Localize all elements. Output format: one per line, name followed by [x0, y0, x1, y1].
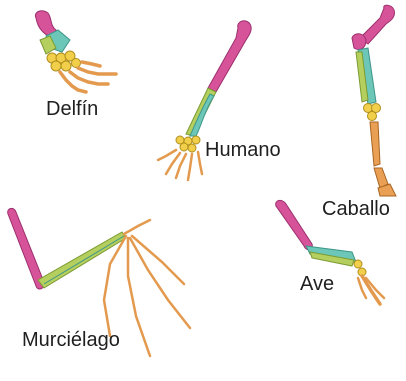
human-humerus — [208, 21, 251, 92]
horse-shoulder — [352, 34, 366, 50]
human-digits — [158, 150, 202, 180]
bird-humerus — [276, 200, 313, 249]
label-delfin: Delfín — [46, 99, 98, 119]
bird-wrist — [354, 260, 366, 276]
horse-limb — [352, 5, 396, 196]
horse-cannon-bone — [370, 122, 380, 166]
dolphin-limb — [35, 11, 116, 92]
label-ave: Ave — [300, 274, 334, 294]
human-wrist — [176, 136, 200, 152]
label-humano: Humano — [205, 140, 281, 160]
bird-digits — [358, 276, 384, 304]
label-caballo: Caballo — [322, 199, 390, 219]
bat-humerus — [8, 208, 45, 289]
label-murcielago: Murciélago — [22, 330, 120, 350]
horse-wrist — [364, 104, 381, 121]
dolphin-wrist — [47, 51, 81, 71]
